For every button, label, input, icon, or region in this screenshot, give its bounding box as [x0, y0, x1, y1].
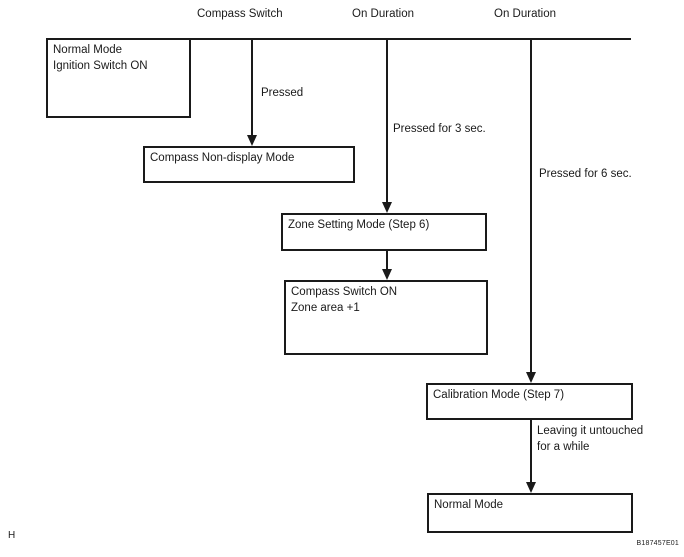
connector-calibration-to-normal	[530, 420, 532, 483]
column-header-compass-switch: Compass Switch	[197, 8, 283, 20]
column-header-on-duration-2: On Duration	[494, 8, 557, 20]
edge-label-leaving-line2: for a while	[537, 441, 590, 453]
arrowhead-calibration-to-normal	[526, 482, 536, 493]
node-zone-setting-mode: Zone Setting Mode (Step 6)	[281, 213, 487, 251]
node-compass-non-display-label: Compass Non-display Mode	[150, 152, 295, 164]
node-normal-mode-bottom: Normal Mode	[427, 493, 633, 533]
column-header-on-duration-1: On Duration	[352, 8, 415, 20]
edge-label-pressed-6s: Pressed for 6 sec.	[539, 166, 632, 182]
node-calibration-mode: Calibration Mode (Step 7)	[426, 383, 633, 420]
node-compass-switch-on: Compass Switch ON Zone area +1	[284, 280, 488, 355]
arrowhead-on-duration-3s	[382, 202, 392, 213]
arrowhead-on-duration-6s	[526, 372, 536, 383]
node-zone-setting-label: Zone Setting Mode (Step 6)	[288, 219, 430, 231]
node-calibration-label: Calibration Mode (Step 7)	[433, 389, 565, 401]
edge-label-pressed-3s: Pressed for 3 sec.	[393, 121, 486, 137]
node-normal-mode-top-line2: Ignition Switch ON	[53, 60, 148, 72]
top-rail-line	[189, 38, 631, 40]
connector-on-duration-3s	[386, 39, 388, 203]
node-compass-non-display-mode: Compass Non-display Mode	[143, 146, 355, 183]
arrowhead-compass-switch	[247, 135, 257, 146]
connector-on-duration-6s	[530, 39, 532, 373]
node-normal-mode-top: Normal Mode Ignition Switch ON	[46, 38, 191, 118]
edge-label-leaving-line1: Leaving it untouched	[537, 425, 644, 437]
node-compass-switch-on-line2: Zone area +1	[291, 302, 360, 314]
edge-label-pressed: Pressed	[261, 85, 304, 101]
node-normal-mode-bottom-label: Normal Mode	[434, 499, 504, 511]
edge-label-leaving-untouched: Leaving it untouched for a while	[537, 423, 644, 455]
node-normal-mode-top-line1: Normal Mode	[53, 44, 123, 56]
figure-code: B187457E01	[636, 540, 679, 547]
arrowhead-zone-to-compass-on	[382, 269, 392, 280]
connector-compass-switch	[251, 39, 253, 136]
node-compass-switch-on-line1: Compass Switch ON	[291, 286, 398, 298]
connector-zone-to-compass-on	[386, 251, 388, 270]
page-marker: H	[8, 530, 16, 541]
